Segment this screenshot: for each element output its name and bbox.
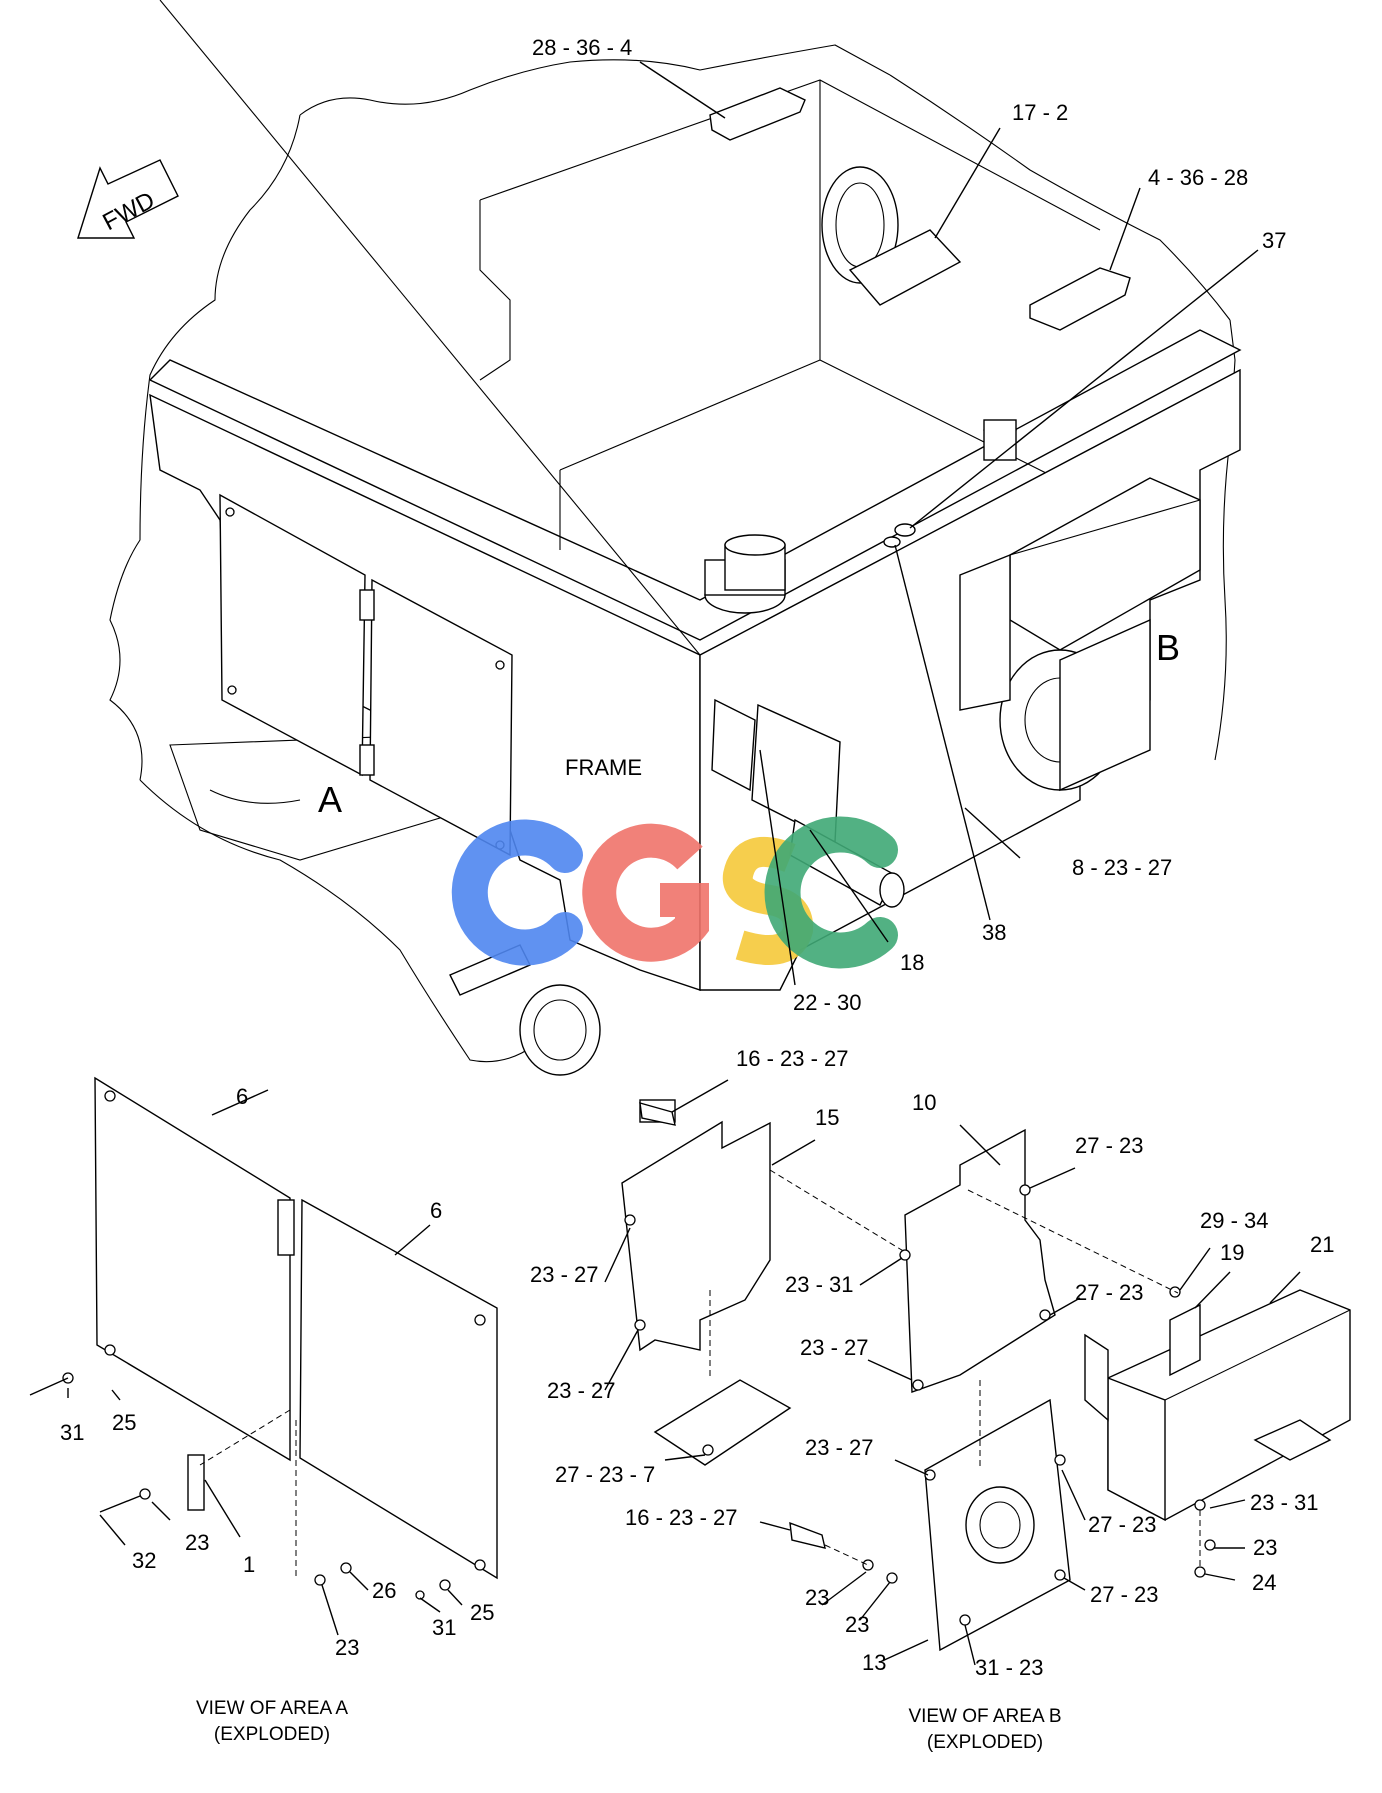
fwd-arrow: FWD bbox=[77, 159, 179, 239]
area-letter-a: A bbox=[318, 779, 342, 820]
callout-23-c: 23 bbox=[1253, 1535, 1277, 1560]
view-b-caption-line2: (EXPLODED) bbox=[927, 1732, 1043, 1753]
callout-18: 18 bbox=[900, 950, 924, 975]
plate-15 bbox=[621, 1120, 771, 1352]
callout-24: 24 bbox=[1252, 1570, 1276, 1595]
callout-16-23-27-top: 16 - 23 - 27 bbox=[736, 1046, 849, 1071]
callout-17-2: 17 - 2 bbox=[1012, 100, 1068, 125]
callout-26: 26 bbox=[372, 1578, 396, 1603]
callout-8-23-27: 8 - 23 - 27 bbox=[1072, 855, 1172, 880]
callout-10: 10 bbox=[912, 1090, 936, 1115]
area-a-panel-left bbox=[94, 1076, 291, 1462]
callout-29-34: 29 - 34 bbox=[1200, 1208, 1269, 1233]
view-b-caption-line1: VIEW OF AREA B bbox=[908, 1706, 1061, 1727]
callout-32: 32 bbox=[132, 1548, 156, 1573]
callout-37: 37 bbox=[1262, 228, 1286, 253]
callout-23-d: 23 bbox=[805, 1585, 829, 1610]
callout-21: 21 bbox=[1310, 1232, 1334, 1257]
callout-23-31-b: 23 - 31 bbox=[1250, 1490, 1319, 1515]
view-area-b: 16 - 23 - 27 15 10 27 - 23 29 - 34 19 21… bbox=[530, 1046, 1351, 1753]
watermark-letter-g bbox=[582, 823, 709, 962]
callout-23-a: 23 bbox=[185, 1530, 209, 1555]
callout-25-left: 25 bbox=[112, 1410, 136, 1435]
area-letter-b: B bbox=[1156, 627, 1180, 668]
callout-13: 13 bbox=[862, 1650, 886, 1675]
frame-label: FRAME bbox=[565, 755, 642, 780]
callout-23-27-d: 23 - 27 bbox=[805, 1435, 874, 1460]
callout-4-36-28: 4 - 36 - 28 bbox=[1148, 165, 1248, 190]
callout-31-right: 31 bbox=[432, 1615, 456, 1640]
watermark bbox=[451, 816, 898, 969]
callout-23-27-a: 23 - 27 bbox=[530, 1262, 599, 1287]
callout-27-23-7: 27 - 23 - 7 bbox=[555, 1462, 655, 1487]
view-a-caption-line1: VIEW OF AREA A bbox=[196, 1698, 348, 1719]
callout-23-27-b: 23 - 27 bbox=[800, 1335, 869, 1360]
callout-23-e: 23 bbox=[845, 1612, 869, 1637]
callout-6-left: 6 bbox=[236, 1084, 248, 1109]
callout-15: 15 bbox=[815, 1105, 839, 1130]
watermark-letter-c1 bbox=[451, 819, 583, 966]
main-callouts: 28 - 36 - 4 17 - 2 4 - 36 - 28 37 8 - 23… bbox=[318, 35, 1286, 1015]
callout-28-36-4: 28 - 36 - 4 bbox=[532, 35, 632, 60]
callout-27-23-c: 27 - 23 bbox=[1088, 1512, 1157, 1537]
callout-23-b: 23 bbox=[335, 1635, 359, 1660]
callout-27-23-b: 27 - 23 bbox=[1075, 1280, 1144, 1305]
watermark-letter-c2 bbox=[764, 816, 898, 969]
plate-10 bbox=[904, 1128, 1056, 1393]
view-a-caption-line2: (EXPLODED) bbox=[214, 1724, 330, 1745]
callout-19: 19 bbox=[1220, 1240, 1244, 1265]
callout-6-right: 6 bbox=[430, 1198, 442, 1223]
area-a-panel-right bbox=[299, 1198, 498, 1580]
callout-27-23-a: 27 - 23 bbox=[1075, 1133, 1144, 1158]
callout-31-left: 31 bbox=[60, 1420, 84, 1445]
callout-27-23-d: 27 - 23 bbox=[1090, 1582, 1159, 1607]
callout-25-right: 25 bbox=[470, 1600, 494, 1625]
view-area-a: 6 6 25 31 23 1 32 26 31 25 23 VIEW OF AR… bbox=[29, 1076, 498, 1745]
callout-22-30: 22 - 30 bbox=[793, 990, 862, 1015]
callout-23-27-c: 23 - 27 bbox=[547, 1378, 616, 1403]
callout-31-23: 31 - 23 bbox=[975, 1655, 1044, 1680]
callout-23-31-a: 23 - 31 bbox=[785, 1272, 854, 1297]
callout-1: 1 bbox=[243, 1552, 255, 1577]
callout-16-23-27-bottom: 16 - 23 - 27 bbox=[625, 1505, 738, 1530]
callout-38: 38 bbox=[982, 920, 1006, 945]
